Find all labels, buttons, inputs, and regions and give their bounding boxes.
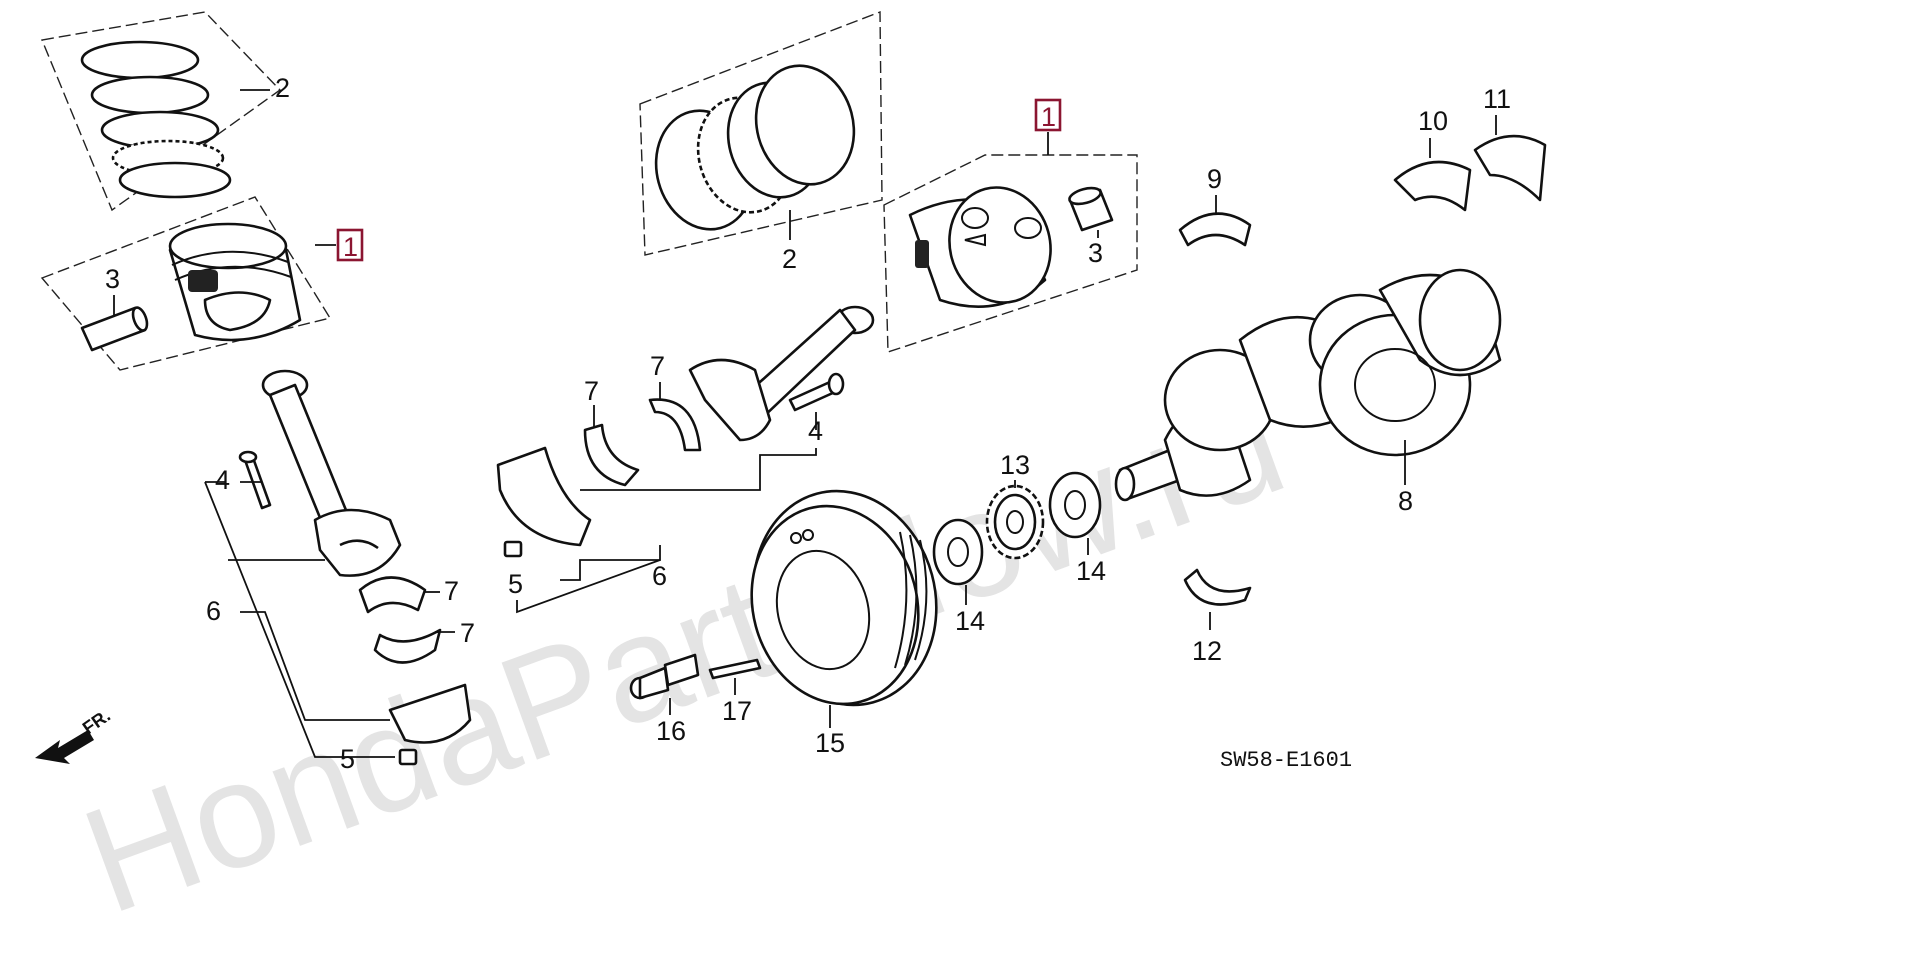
left-bearing-lower[interactable]: [373, 628, 442, 664]
center-rod-group: 7 7 4 6 5: [496, 305, 875, 614]
center-rod-bolt[interactable]: [788, 372, 845, 412]
left-rod-group: 4 6 5 7 7: [204, 369, 475, 774]
callout-7-center-b: 7: [650, 351, 665, 381]
left-ring-box: [41, 11, 282, 212]
callout-3-right: 3: [1088, 238, 1103, 268]
right-piston-group: 1 3: [883, 98, 1138, 353]
left-piston-group: 2 1 3: [40, 11, 364, 371]
center-bearing-a[interactable]: [583, 423, 640, 487]
callout-1-right[interactable]: 1: [1041, 102, 1056, 132]
thrust-washer-b[interactable]: [1473, 134, 1547, 202]
pulley-group: 15 16 17: [629, 470, 960, 758]
callout-17: 17: [722, 696, 752, 726]
left-rod-nut[interactable]: [398, 748, 418, 766]
callout-14-left: 14: [955, 606, 985, 636]
callout-11: 11: [1483, 84, 1511, 114]
callout-2-left: 2: [275, 73, 290, 103]
timing-sprocket[interactable]: [985, 484, 1045, 560]
callout-7-left-a: 7: [444, 576, 459, 606]
callout-5-center: 5: [508, 569, 523, 599]
callout-9: 9: [1207, 164, 1222, 194]
left-piston[interactable]: [168, 222, 302, 342]
crank-pulley[interactable]: [730, 470, 960, 725]
callout-8: 8: [1398, 486, 1413, 516]
front-arrow: FR.: [35, 705, 114, 764]
callout-2-center: 2: [782, 244, 797, 274]
left-rod-bolt[interactable]: [238, 450, 272, 510]
callout-1-left[interactable]: 1: [343, 232, 358, 262]
left-piston-rings[interactable]: [80, 40, 232, 199]
callout-16: 16: [656, 716, 686, 746]
callout-12: 12: [1192, 636, 1222, 666]
right-piston-box: [883, 154, 1138, 353]
highlight-box-right: [1034, 98, 1062, 132]
callout-3-left: 3: [105, 264, 120, 294]
callout-7-left-b: 7: [460, 618, 475, 648]
bearings-right: 9 10 11 12: [1178, 84, 1547, 666]
crankshaft[interactable]: [1114, 268, 1502, 502]
center-bearing-b[interactable]: [648, 398, 702, 452]
right-piston[interactable]: [908, 176, 1063, 314]
crankshaft-group: 8: [1114, 268, 1502, 516]
right-piston-pin[interactable]: [1068, 185, 1114, 232]
crank-washer-right[interactable]: [1048, 471, 1102, 539]
callout-6-left: 6: [206, 596, 221, 626]
callout-14-right: 14: [1076, 556, 1106, 586]
highlight-box-left: [336, 228, 364, 262]
left-piston-pin[interactable]: [80, 306, 150, 352]
diagram-code: SW58-E1601: [1220, 748, 1352, 773]
center-rod-cap[interactable]: [496, 446, 592, 547]
callout-6-center: 6: [652, 561, 667, 591]
callout-15: 15: [815, 728, 845, 758]
center-rod-nut[interactable]: [503, 540, 523, 558]
left-connecting-rod[interactable]: [261, 369, 402, 577]
left-rod-cap[interactable]: [388, 683, 472, 744]
center-connecting-rod[interactable]: [688, 305, 875, 442]
crank-washer-left[interactable]: [932, 518, 984, 586]
callout-4-left: 4: [215, 465, 230, 495]
lower-main-bearing[interactable]: [1183, 568, 1252, 606]
left-bearing-upper[interactable]: [358, 576, 427, 614]
sprocket-group: 13 14 14: [932, 450, 1106, 636]
callout-7-center-a: 7: [584, 376, 599, 406]
pulley-bolt[interactable]: [629, 653, 700, 700]
center-rings-group: 2: [639, 10, 883, 274]
callout-5-left: 5: [340, 744, 355, 774]
center-ring-box: [639, 10, 883, 256]
callout-10: 10: [1418, 106, 1448, 136]
woodruff-key[interactable]: [708, 658, 762, 680]
center-piston-rings[interactable]: [643, 55, 867, 241]
thrust-washer-a[interactable]: [1393, 160, 1472, 212]
main-bearing[interactable]: [1178, 212, 1252, 247]
callout-4-center: 4: [808, 416, 823, 446]
callout-13: 13: [1000, 450, 1030, 480]
